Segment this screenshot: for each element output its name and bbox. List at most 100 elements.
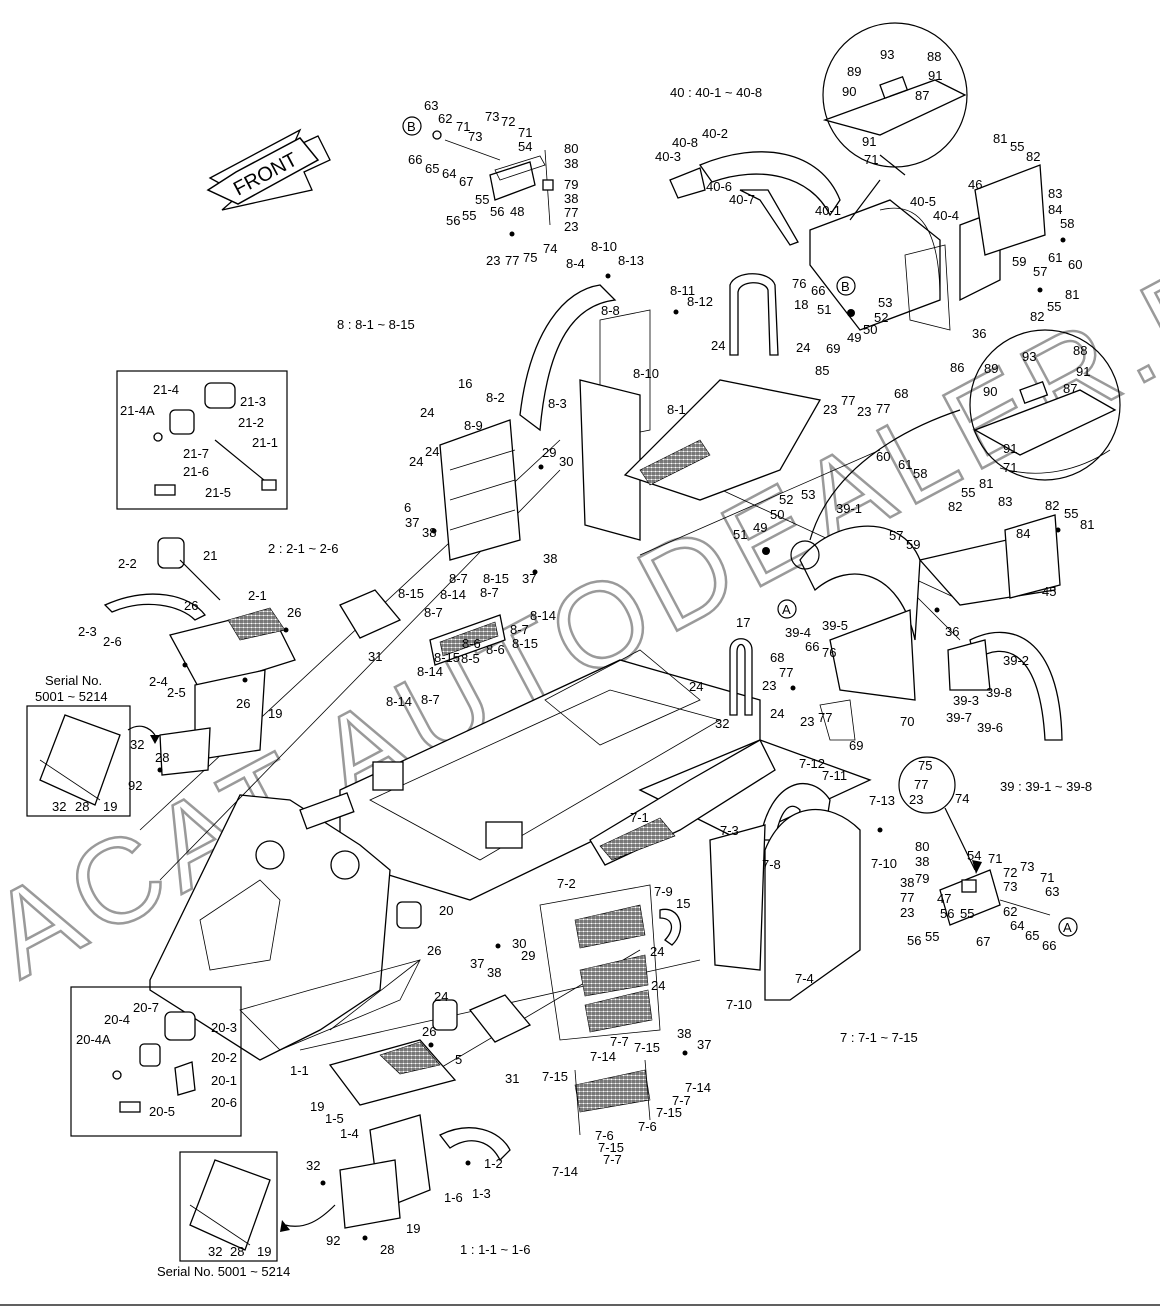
part-label: 31 [505,1071,519,1086]
part-label: 7-14 [552,1164,578,1179]
part-label: 37 [405,515,419,530]
part-label: 84 [1048,202,1062,217]
part-label: 23 [800,714,814,729]
part-label: 51 [817,302,831,317]
part-label: 7-7 [610,1034,629,1049]
part-label: 55 [961,485,975,500]
part-label: 26 [287,605,301,620]
part-label: 7-15 [598,1140,624,1155]
part-label: 1-5 [325,1111,344,1126]
part-label: 21-3 [240,394,266,409]
part-label: 39-3 [953,693,979,708]
part-label: 15 [676,896,690,911]
part-label: 56 [490,204,504,219]
part-label: 21-7 [183,446,209,461]
part-label: 8-15 [434,650,460,665]
part-label: 32 [52,799,66,814]
part-label: 1-6 [444,1190,463,1205]
step-assembly-8 [439,273,822,561]
part-label: 19 [268,706,282,721]
part-label: 38 [915,854,929,869]
part-label: 81 [979,476,993,491]
note-39: 39 : 39-1 ~ 39-8 [1000,779,1092,794]
part-label: 8-1 [667,402,686,417]
part-label: 77 [841,393,855,408]
part-label: 24 [434,989,448,1004]
part-label: 81 [993,131,1007,146]
part-label: 56 [446,213,460,228]
part-label: 17 [736,615,750,630]
part-label: 87 [1063,381,1077,396]
callout-b-mid-text: B [841,279,850,294]
part-label: 53 [801,487,815,502]
callout-markers: B B A A [402,116,1078,937]
part-label: 8-6 [462,636,481,651]
part-label: 8-7 [449,571,468,586]
part-label: 40-7 [729,192,755,207]
part-label: 29 [542,445,556,460]
part-label: 1-1 [290,1063,309,1078]
part-label: 23 [857,404,871,419]
serial-bottom: Serial No. 5001 ~ 5214 [157,1264,290,1279]
part-label: 66 [408,152,422,167]
part-label: 69 [849,738,863,753]
part-label: 67 [459,174,473,189]
part-label: 20-2 [211,1050,237,1065]
part-label: 80 [564,141,578,156]
part-label: 40-3 [655,149,681,164]
part-label: 2-6 [103,634,122,649]
part-label: 23 [909,792,923,807]
part-label: 54 [967,848,981,863]
part-label: 51 [733,527,747,542]
part-label: 23 [762,678,776,693]
callout-a-mid-text: A [782,602,791,617]
part-label: 71 [1040,870,1054,885]
part-label: 67 [976,934,990,949]
part-label: 21 [203,548,217,563]
part-label: 39-2 [1003,653,1029,668]
callout-a-right [1058,917,1078,937]
part-label: 8-6 [486,642,505,657]
part-label: 26 [427,943,441,958]
part-label: 8-7 [510,622,529,637]
part-label: 18 [794,297,808,312]
part-label: 8-11 [670,283,695,298]
part-label: 7-8 [762,857,781,872]
part-label: 23 [564,219,578,234]
part-label: 24 [711,338,725,353]
part-label: 26 [422,1024,436,1039]
part-label: 38 [543,551,557,566]
part-label: 28 [230,1244,244,1259]
part-label: 63 [1045,884,1059,899]
wedge-31 [339,589,532,1043]
part-label: 63 [424,98,438,113]
part-label: 55 [925,929,939,944]
part-label: 91 [1003,441,1017,456]
part-label: 20-5 [149,1104,175,1119]
part-label: 89 [984,361,998,376]
fender-40 [669,151,1046,331]
part-label: 92 [326,1233,340,1248]
part-label: 50 [863,322,877,337]
part-label: 30 [559,454,573,469]
part-label: 68 [894,386,908,401]
part-label: 74 [955,791,969,806]
part-label: 91 [862,134,876,149]
part-label: 7-2 [557,876,576,891]
part-label: 68 [770,650,784,665]
part-label: 7-14 [685,1080,711,1095]
part-label: 21-5 [205,485,231,500]
part-label: 2-3 [78,624,97,639]
detail-circle-small [898,756,982,874]
note-1: 1 : 1-1 ~ 1-6 [460,1242,530,1257]
part-label: 62 [1003,904,1017,919]
part-label: 72 [501,114,515,129]
part-label: 7-1 [630,810,649,825]
part-label: 8-10 [591,239,617,254]
part-label: 1-3 [472,1186,491,1201]
part-label: 55 [1010,139,1024,154]
part-label: 2-5 [167,685,186,700]
part-label: 77 [818,710,832,725]
part-label: 38 [564,156,578,171]
part-label: 48 [510,204,524,219]
